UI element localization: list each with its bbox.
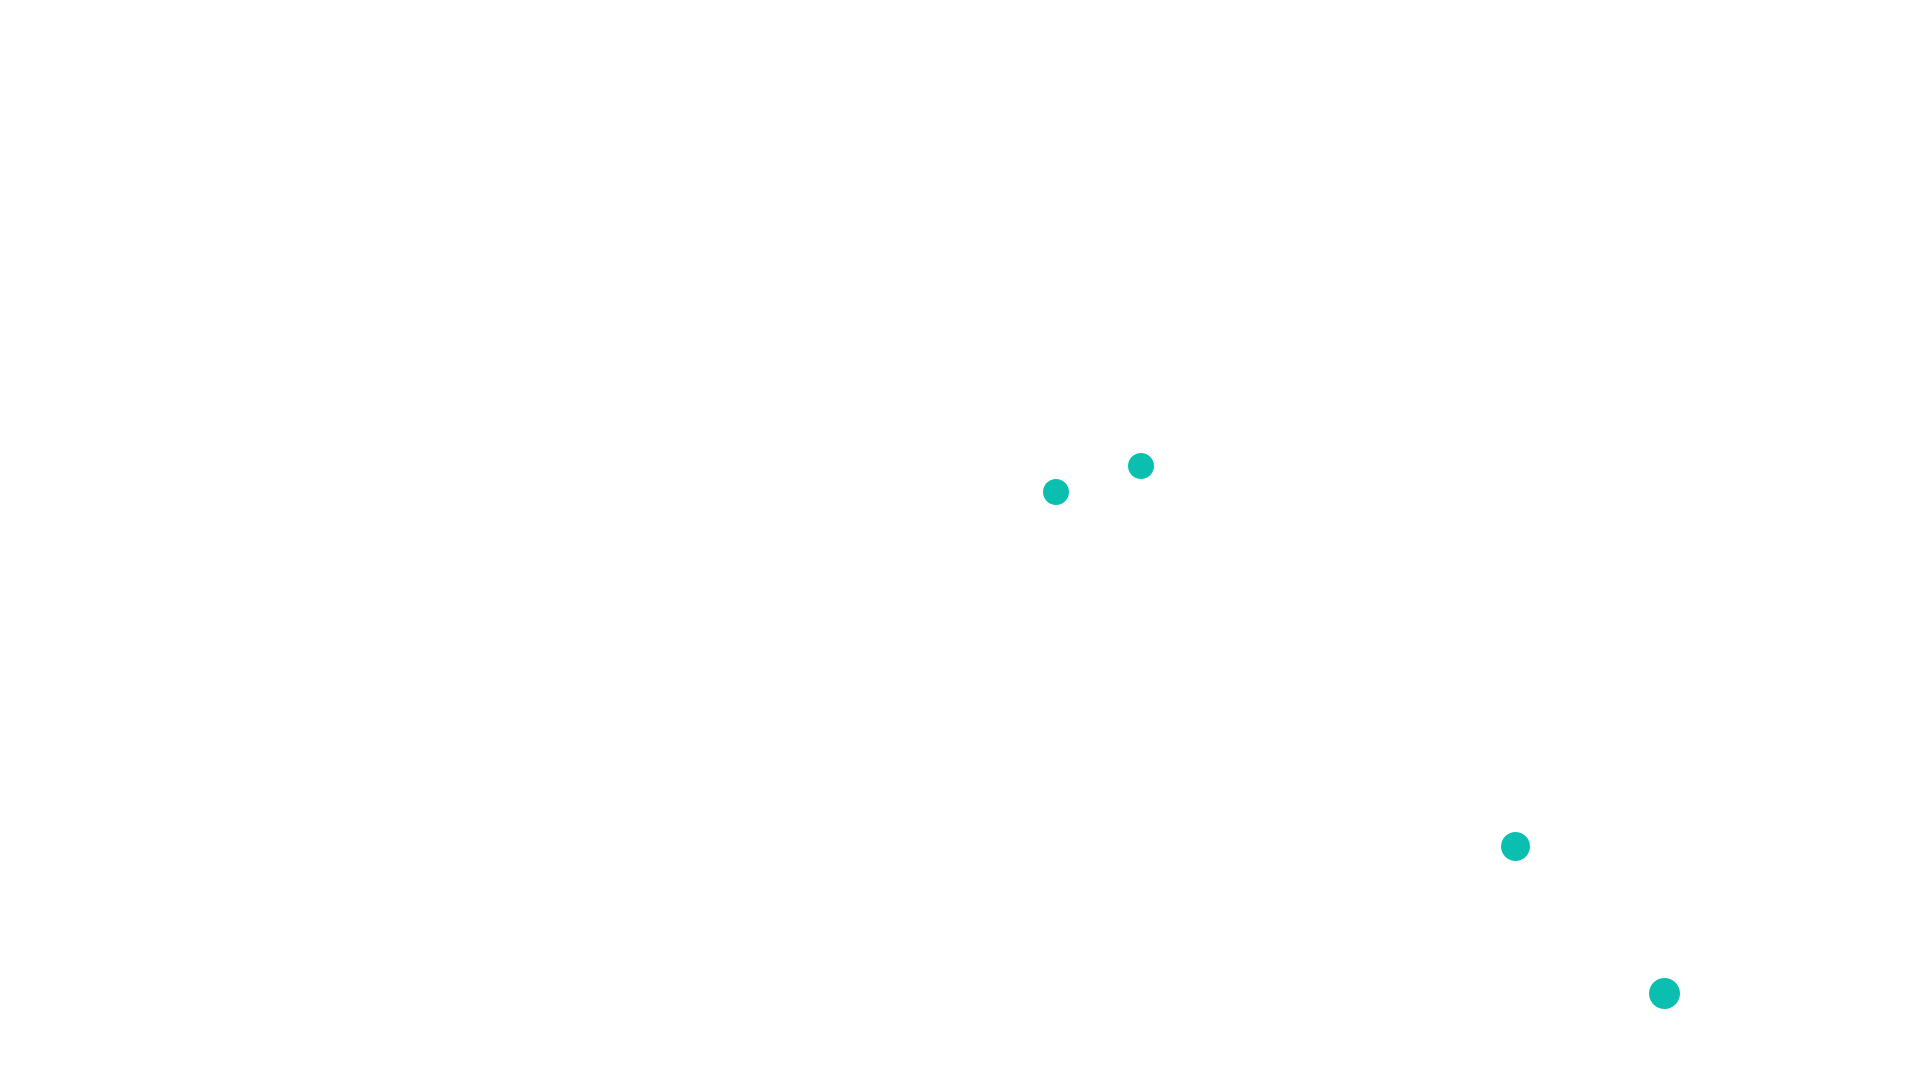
teal-dot-2 xyxy=(1128,453,1154,479)
teal-dot-1 xyxy=(1043,479,1069,505)
teal-dot-4 xyxy=(1649,978,1680,1009)
teal-dot-3 xyxy=(1501,832,1530,861)
